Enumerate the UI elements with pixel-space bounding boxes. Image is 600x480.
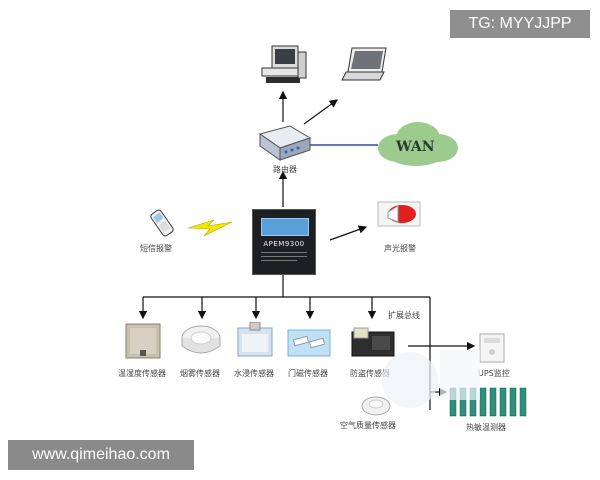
wan-label: WAN bbox=[395, 139, 435, 155]
ups-icon bbox=[479, 333, 505, 363]
anti-theft-sensor-icon bbox=[351, 327, 395, 357]
device-label: APEM9300 bbox=[263, 240, 305, 248]
apem-controller: APEM9300 bbox=[252, 209, 316, 275]
siren-icon bbox=[377, 201, 421, 227]
sms-label: 短信报警 bbox=[140, 244, 172, 253]
watermark-bottom: www.qimeihao.com bbox=[8, 440, 194, 470]
door-sensor-icon bbox=[287, 329, 331, 357]
router-label: 路由器 bbox=[273, 165, 297, 174]
smoke-sensor-icon bbox=[181, 325, 221, 354]
air-label: 空气质量传感器 bbox=[340, 421, 396, 430]
sensor-label: 温湿度传感器 bbox=[118, 369, 166, 378]
alarm-label: 声光报警 bbox=[384, 244, 416, 253]
wireless-bolt bbox=[187, 219, 233, 237]
faded-overlay bbox=[382, 350, 480, 408]
water-leak-sensor-icon bbox=[237, 322, 273, 357]
mobile-phone-icon bbox=[150, 209, 174, 237]
device-screen bbox=[261, 218, 309, 236]
router-icon bbox=[258, 125, 312, 161]
wan-cloud-icon: WAN bbox=[378, 122, 458, 166]
thermal-label: 热敏温测器 bbox=[466, 423, 506, 432]
link-device-alarm bbox=[329, 225, 368, 241]
air-quality-sensor-icon bbox=[361, 396, 391, 416]
expansion-label: 扩展总线 bbox=[388, 311, 420, 320]
temp-humidity-sensor-icon bbox=[125, 323, 161, 359]
sensor-label: 门磁传感器 bbox=[288, 369, 328, 378]
laptop-icon bbox=[341, 47, 387, 81]
sensor-label: 水浸传感器 bbox=[234, 369, 274, 378]
watermark-top: TG: MYYJJPP bbox=[450, 10, 590, 38]
sensor-label: 烟雾传感器 bbox=[180, 369, 220, 378]
link-router-laptop bbox=[303, 99, 338, 125]
ups-label: UPS监控 bbox=[478, 369, 510, 378]
desktop-computer-icon bbox=[261, 45, 307, 83]
sensor-label: 防盗传感器 bbox=[350, 369, 390, 378]
